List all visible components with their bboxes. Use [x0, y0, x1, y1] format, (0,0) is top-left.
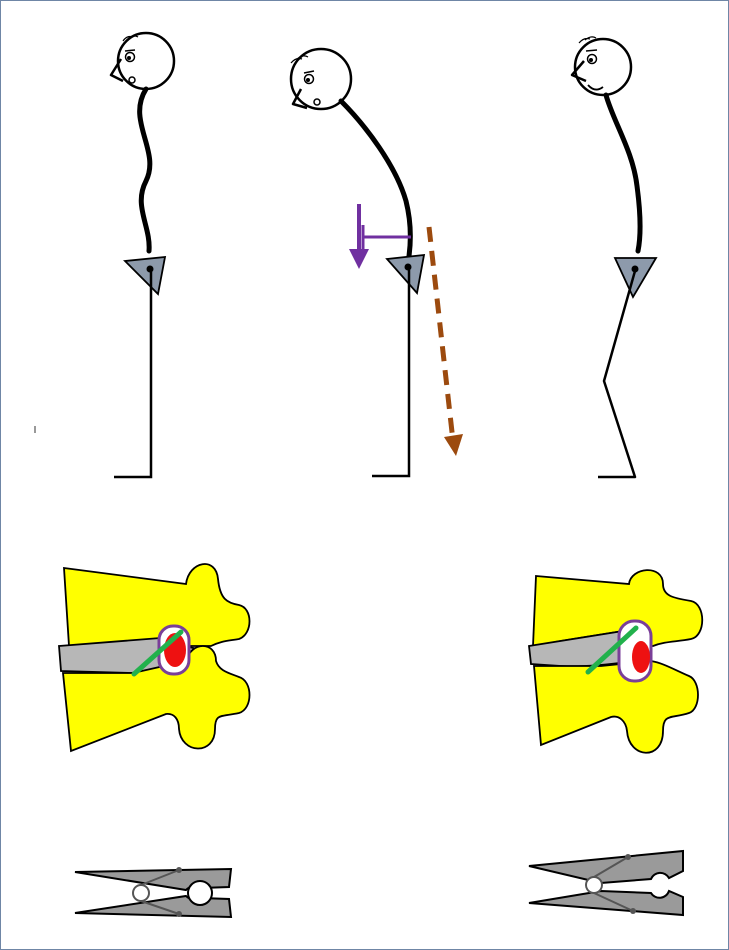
clothespin-open [529, 851, 683, 915]
figure-relieved [572, 37, 656, 477]
eyebrow [125, 50, 135, 51]
pelvis-relieved [615, 258, 656, 297]
lower-vertebra [534, 661, 698, 753]
upper-vertebra [64, 564, 250, 646]
clothespin-lower-jaw [529, 891, 683, 915]
head-relieved [572, 37, 631, 95]
leg-upright [114, 271, 151, 477]
spine-relieved [606, 95, 640, 251]
spine-stooped [341, 101, 410, 256]
figure-stooped [291, 49, 463, 476]
clothespin-upper-jaw [529, 851, 683, 883]
leg-bent [598, 271, 635, 477]
spine-panel-flexion [529, 570, 702, 753]
spine-panel-extension [59, 564, 250, 751]
figure-upright [111, 33, 174, 477]
mouth-worried [129, 77, 135, 83]
pelvis-upright [125, 257, 165, 294]
clothespin-closed [75, 867, 231, 917]
nerve-root [632, 641, 650, 673]
clothespin-spring-coil [133, 885, 149, 901]
mouth-worried [314, 99, 320, 105]
spine-upright [140, 89, 150, 251]
pelvis-stooped [387, 255, 424, 293]
head-upright [111, 33, 174, 89]
gravity-line-arrow [429, 227, 463, 456]
leg-stooped [372, 269, 409, 476]
clothespin-hole [188, 881, 212, 905]
eyebrow [586, 50, 597, 51]
clothespin-spring-coil [586, 877, 602, 893]
